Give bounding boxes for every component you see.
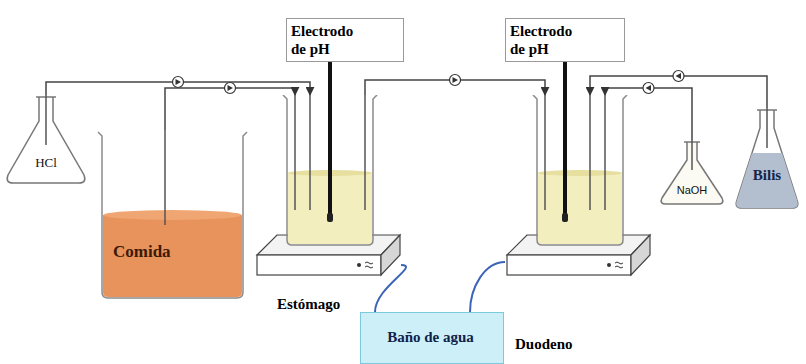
feed-tube (605, 88, 692, 140)
node-label: Electrodo de pH (510, 22, 590, 58)
node-label: Bilis (732, 166, 802, 184)
food-beaker: Comida (95, 130, 250, 302)
stomach-vessel: Estómago (255, 95, 401, 317)
duodenum-vessel: Duodeno (505, 95, 651, 357)
pump-symbol (643, 83, 654, 94)
hcl-flask: HCl (2, 95, 90, 187)
electrode-label-box: Electrodo de pH (286, 18, 404, 62)
naoh-flask: NaOH (657, 140, 727, 208)
heating-cable (470, 262, 505, 312)
node-label: Electrodo de pH (291, 22, 371, 58)
node-label: Estómago (277, 295, 397, 313)
electrode-rod (563, 62, 567, 95)
node-label: NaOH (657, 184, 727, 197)
pump-symbol (673, 71, 684, 82)
beaker-on-stirrer (505, 95, 651, 357)
pump-symbol (173, 77, 184, 88)
node-label: Comida (113, 242, 233, 262)
beaker-on-stirrer (255, 95, 401, 317)
water-bath-box: Baño de agua (360, 312, 504, 364)
electrode-rod (328, 62, 332, 95)
flask (2, 95, 90, 187)
food-beaker (95, 130, 250, 302)
node-label: Duodeno (515, 335, 645, 353)
pump-symbol (450, 75, 461, 86)
bile-flask: Bilis (732, 108, 802, 210)
flask (657, 140, 727, 208)
node-label: Baño de agua (361, 328, 500, 346)
electrode-label-box: Electrodo de pH (505, 18, 625, 62)
node-label: HCl (2, 155, 90, 170)
feed-tube (165, 88, 295, 130)
pump-symbol (225, 83, 236, 94)
flask (732, 108, 802, 210)
